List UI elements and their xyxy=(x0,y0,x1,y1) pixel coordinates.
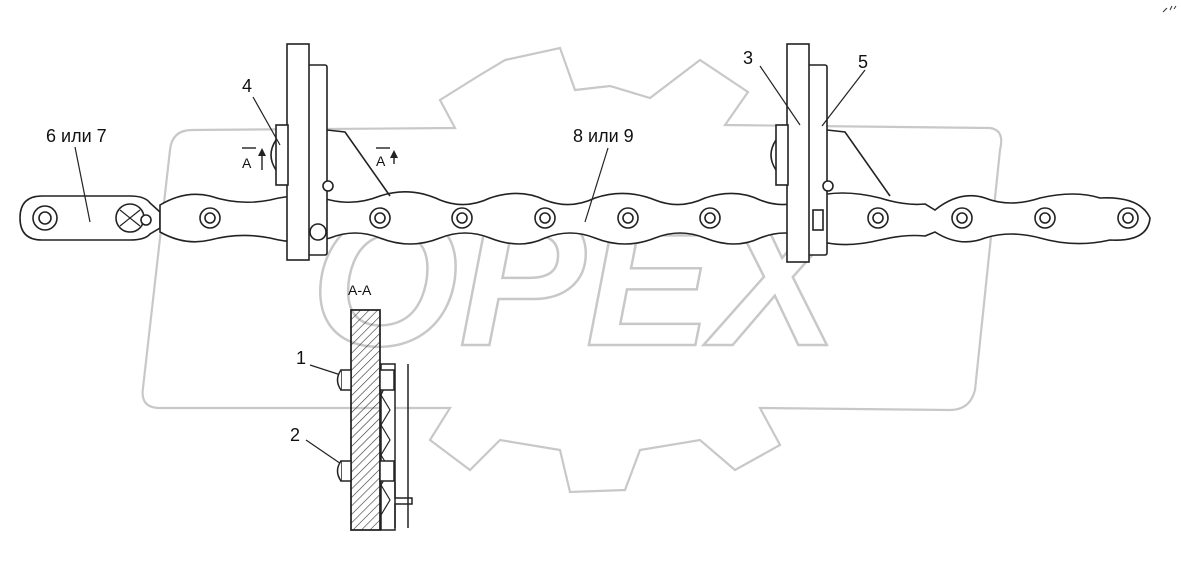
callout-1: 1 xyxy=(296,348,306,368)
section-title: А-А xyxy=(348,282,372,298)
callout-3: 3 xyxy=(743,48,753,68)
callout-2: 2 xyxy=(290,425,300,445)
callout-5: 5 xyxy=(858,52,868,72)
roller-chain xyxy=(19,191,1151,246)
chain-body xyxy=(159,191,1151,246)
corner-mark xyxy=(1162,5,1177,13)
chain-pins xyxy=(199,207,1139,229)
callout-6-or-7: 6 или 7 xyxy=(46,126,107,146)
section-marker-left: А xyxy=(242,147,266,171)
watermark-logo: OPEX xyxy=(141,46,1003,494)
watermark-gear xyxy=(141,46,1003,494)
section-marker-right: А xyxy=(376,147,398,169)
scraper-plate-left xyxy=(270,43,391,261)
scraper-plate-right xyxy=(770,43,891,263)
svg-text:А: А xyxy=(376,153,386,169)
callout-8-or-9: 8 или 9 xyxy=(573,126,634,146)
strap-hole-left-inner xyxy=(38,211,52,225)
strap-cotter xyxy=(140,214,152,226)
section-view-a-a xyxy=(336,309,413,531)
svg-text:А: А xyxy=(242,155,252,171)
callout-4: 4 xyxy=(242,76,252,96)
